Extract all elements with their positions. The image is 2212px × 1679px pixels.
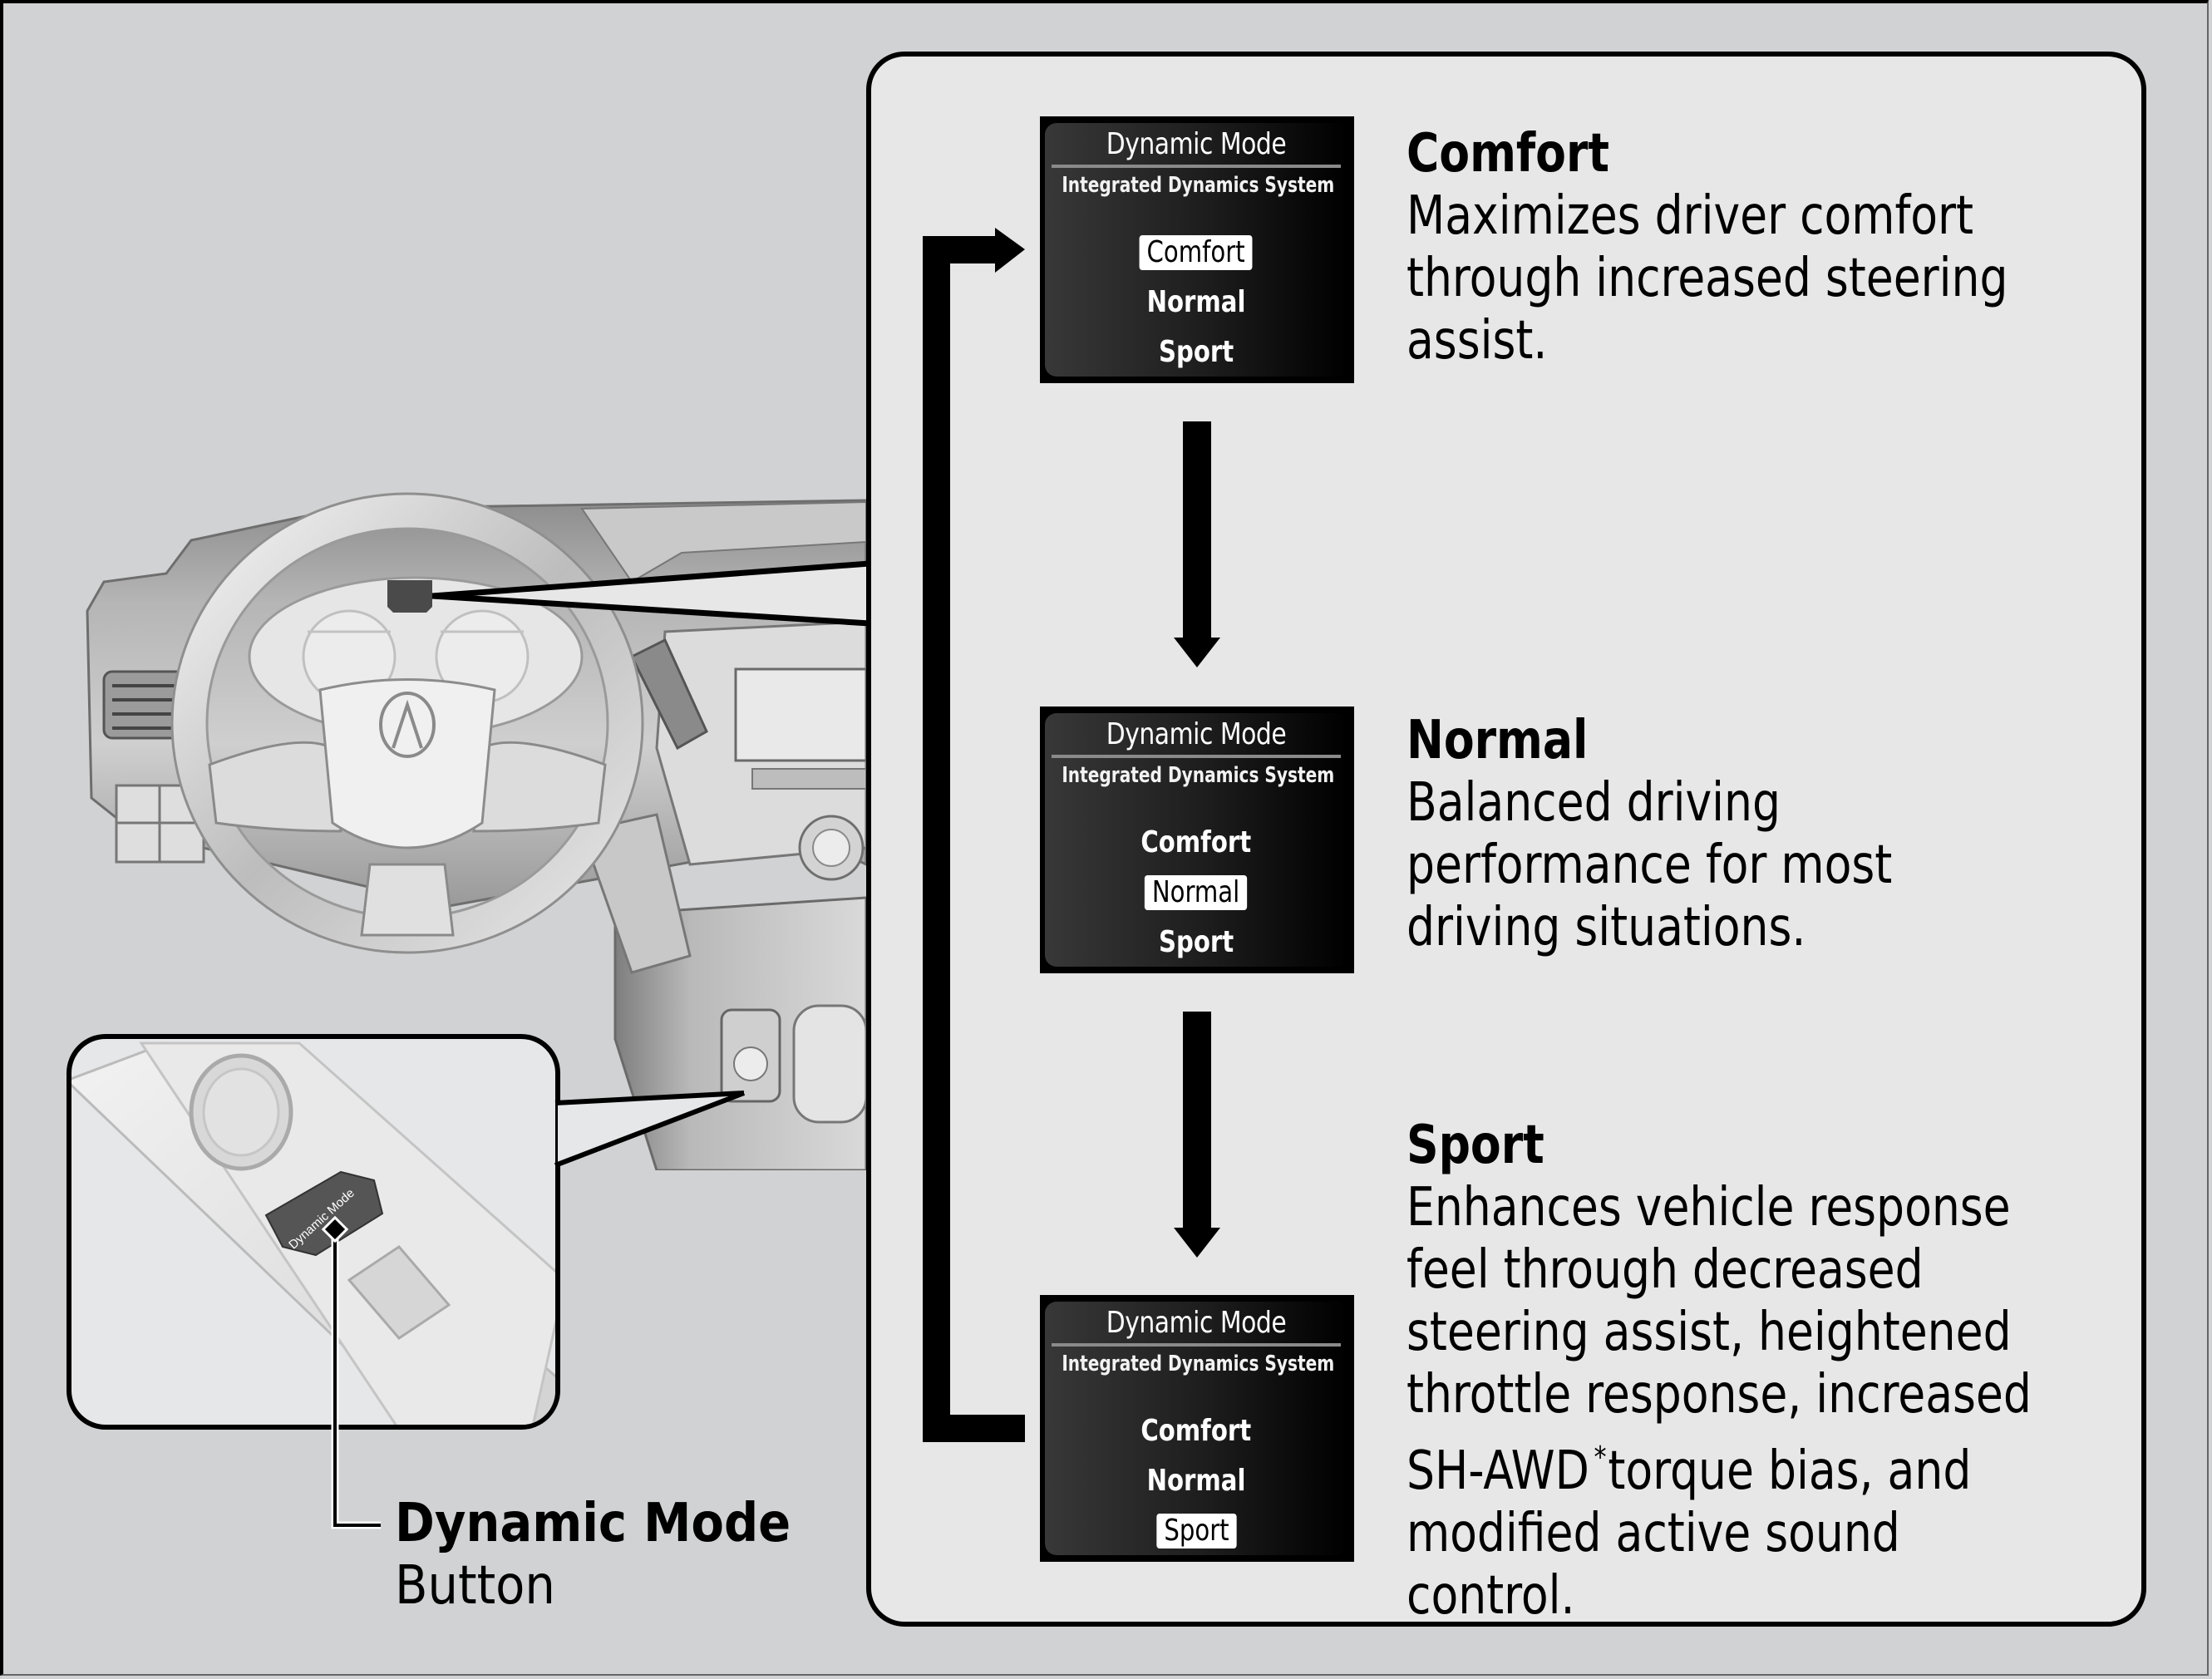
loop-back-arrow-icon (923, 228, 1025, 1442)
screen-option-comfort: Comfort (1140, 825, 1252, 859)
label-regular: Button (395, 1555, 555, 1617)
mode-name: Sport (1407, 1115, 1544, 1176)
dynamic-mode-button-label: Dynamic Mode Button (395, 1493, 791, 1617)
screen-divider (1052, 755, 1341, 758)
screen-option-normal: Normal (1146, 1464, 1246, 1498)
screen-option-sport: Sport (1045, 1513, 1347, 1549)
display-callout (431, 560, 870, 627)
mode-name: Comfort (1407, 123, 1609, 185)
screen-title: Dynamic Mode (1106, 717, 1287, 751)
label-bold: Dynamic Mode (395, 1493, 791, 1554)
screen-sport: Dynamic Mode Integrated Dynamics System … (1040, 1295, 1354, 1562)
mode-description-text: Enhances vehicle response feel through d… (1407, 1177, 2032, 1627)
inset-callout (554, 1091, 746, 1168)
leader-diamond-icon (321, 1215, 349, 1243)
mode-description-comfort: Comfort Maximizes driver comfort through… (1407, 123, 2138, 372)
screen-option-sport: Sport (1158, 925, 1234, 959)
screen-divider (1052, 1343, 1341, 1347)
screen-subtitle: Integrated Dynamics System (1062, 173, 1335, 198)
mode-description-text: Balanced driving performance for most dr… (1407, 772, 1893, 958)
screen-option-normal: Normal (1045, 874, 1347, 911)
screen-option-sport: Sport (1158, 335, 1234, 369)
screen-divider (1052, 165, 1341, 168)
mode-description-sport: Sport Enhances vehicle response feel thr… (1407, 1115, 2138, 1627)
footnote-asterisk: * (1594, 1440, 1607, 1475)
mode-description-normal: Normal Balanced driving performance for … (1407, 710, 2138, 959)
mode-description-text: Maximizes driver comfort through increas… (1407, 185, 2008, 372)
screen-option-normal: Normal (1146, 285, 1246, 319)
screen-title: Dynamic Mode (1106, 1306, 1287, 1340)
screen-subtitle: Integrated Dynamics System (1062, 1352, 1335, 1376)
screen-normal: Dynamic Mode Integrated Dynamics System … (1040, 707, 1354, 973)
screen-comfort: Dynamic Mode Integrated Dynamics System … (1040, 116, 1354, 383)
screen-title: Dynamic Mode (1106, 127, 1287, 161)
screen-option-comfort: Comfort (1045, 234, 1347, 271)
screen-option-comfort: Comfort (1140, 1414, 1252, 1448)
screen-subtitle: Integrated Dynamics System (1062, 763, 1335, 788)
mode-name: Normal (1407, 710, 1589, 771)
arrow-down-icon (1174, 421, 1220, 667)
arrow-down-icon (1174, 1012, 1220, 1258)
button-leader-line (321, 1215, 381, 1529)
